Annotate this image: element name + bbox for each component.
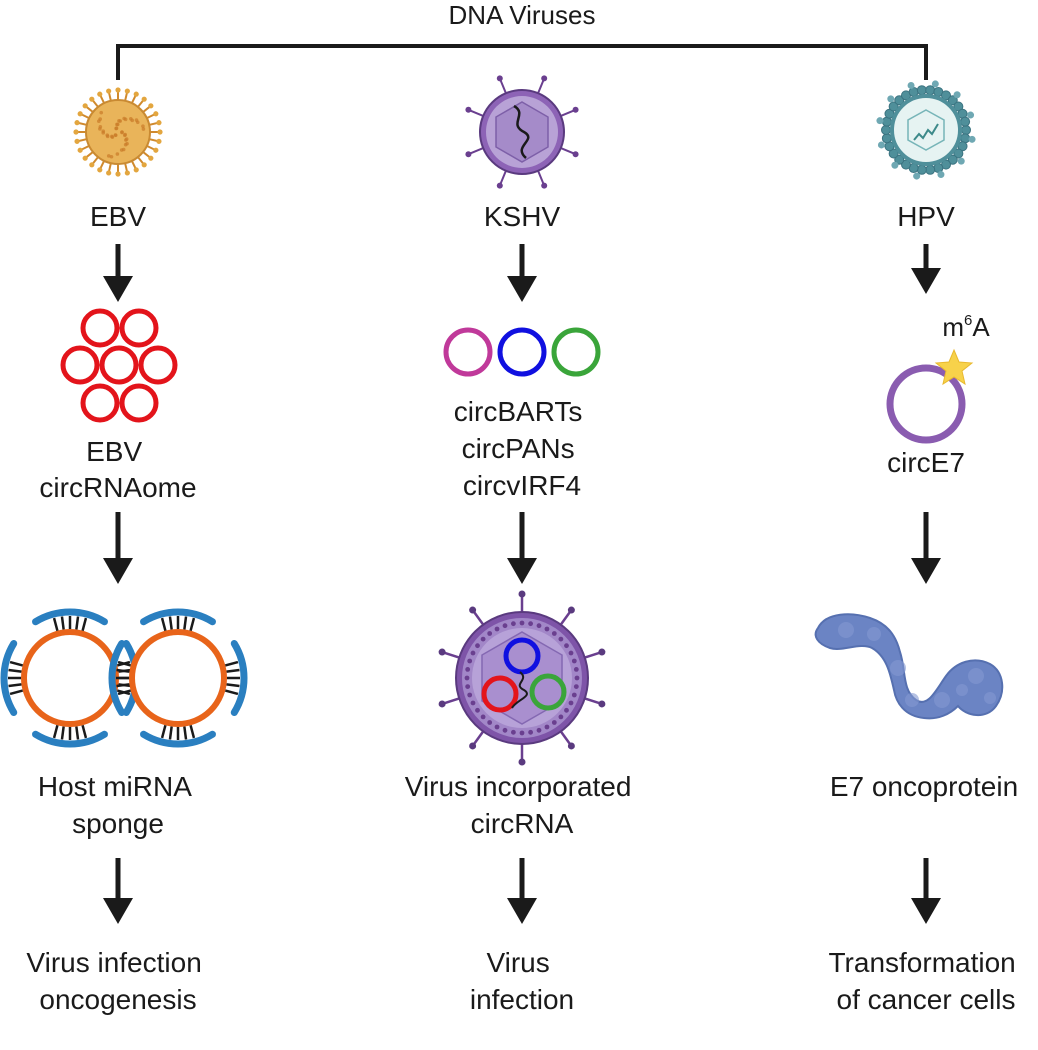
e7-oncoprotein-icon xyxy=(814,613,1004,720)
kshv-circ-label: circBARTs circPANs circvIRF4 xyxy=(454,396,590,501)
kshv-label: KSHV xyxy=(484,201,561,232)
ebv-circ-label: EBV circRNAome xyxy=(39,436,196,503)
arrow-ebv-circ-to-sponge xyxy=(103,512,133,584)
hpv-virus-icon xyxy=(876,80,976,180)
ebv-label: EBV xyxy=(90,201,146,232)
diagram-title: DNA Viruses xyxy=(449,0,596,30)
ebv-mechanism-label: Host miRNA sponge xyxy=(38,771,198,839)
arrow-kshv-circ-to-virion xyxy=(507,512,537,584)
ebv-outcome-label: Virus infection oncogenesis xyxy=(26,947,209,1015)
m6a-star-icon xyxy=(934,348,974,386)
arrow-sponge-to-outcome xyxy=(103,858,133,924)
mirna-sponge-icon xyxy=(0,608,248,748)
ebv-virus-icon xyxy=(73,87,163,177)
arrow-virion-to-outcome xyxy=(507,858,537,924)
m6a-label: m6A xyxy=(942,312,990,342)
title-bracket xyxy=(116,44,928,80)
kshv-virion-with-circrnas-icon xyxy=(438,590,606,766)
arrow-hpv-to-circe7 xyxy=(911,244,941,294)
hpv-outcome-label: Transformation of cancer cells xyxy=(828,947,1023,1015)
hpv-mechanism-label: E7 oncoprotein xyxy=(830,771,1018,802)
arrow-ebv-to-circrnaome xyxy=(103,244,133,302)
ebv-circrnaome-icon xyxy=(60,308,178,423)
kshv-virus-icon xyxy=(465,75,579,189)
arrow-protein-to-outcome xyxy=(911,858,941,924)
arrow-hpv-circ-to-protein xyxy=(911,512,941,584)
hpv-circe7-icon xyxy=(886,348,974,444)
kshv-circrnas-icon xyxy=(443,327,601,377)
arrow-kshv-to-circrnas xyxy=(507,244,537,302)
kshv-mechanism-label: Virus incorporated circRNA xyxy=(405,771,640,839)
hpv-label: HPV xyxy=(897,201,955,232)
hpv-circ-label: circE7 xyxy=(887,447,965,478)
kshv-outcome-label: Virus infection xyxy=(470,947,574,1015)
